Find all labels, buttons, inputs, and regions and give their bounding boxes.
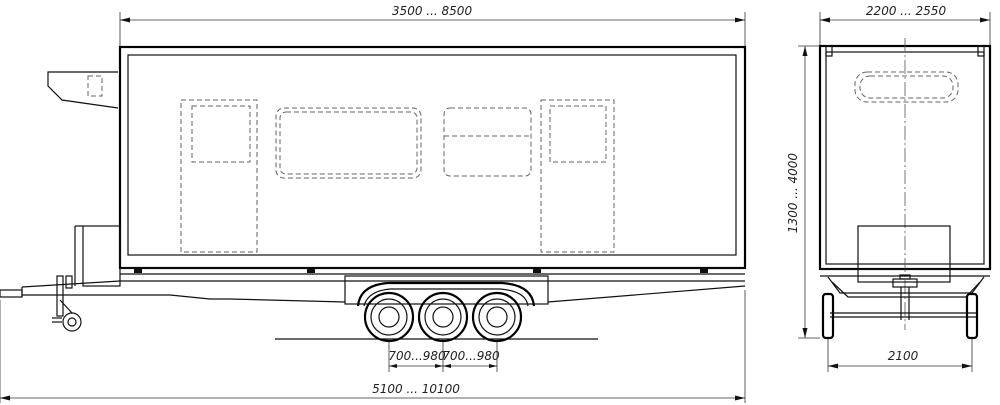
- rear-wheel-right: [965, 292, 979, 340]
- trailer-body: [118, 45, 747, 270]
- marker-light: [533, 269, 541, 273]
- body-width-label: 2200 ... 2550: [866, 4, 947, 18]
- track-width-dimension: 2100: [827, 338, 973, 372]
- body-length-dimension: 3500 ... 8500: [119, 4, 746, 48]
- wheel-arch: [356, 281, 536, 307]
- body-height-label: 1300 ... 4000: [786, 153, 800, 234]
- jockey-wheel: [52, 275, 82, 332]
- trailer-body-inner: [127, 54, 737, 256]
- marker-light: [700, 269, 708, 273]
- body-height-dimension: 1300 ... 4000: [786, 45, 820, 339]
- axle-spacing-1-label: 700...980: [388, 349, 446, 363]
- rear-window: [854, 71, 959, 103]
- marker-light: [307, 269, 315, 273]
- rear-equipment-box: [857, 225, 951, 283]
- rear-wheel-left: [821, 292, 835, 340]
- body-width-dimension: 2200 ... 2550: [819, 4, 991, 46]
- chassis-frame: [344, 275, 549, 305]
- overall-length-label: 5100 ... 10100: [372, 382, 460, 396]
- overall-length-dimension: 5100 ... 10100: [0, 290, 746, 403]
- axle-spacing-2-label: 700...980: [442, 349, 500, 363]
- body-length-label: 3500 ... 8500: [392, 4, 473, 18]
- marker-light: [134, 269, 142, 273]
- track-width-label: 2100: [888, 349, 919, 363]
- roof-air-conditioner: [47, 71, 119, 109]
- rear-jack: [892, 274, 918, 320]
- side-view: 3500 ... 8500: [0, 4, 747, 403]
- rear-view: 2200 ... 2550: [786, 4, 992, 372]
- far-side-openings: [180, 99, 615, 253]
- axle-wheel-2: [417, 291, 469, 343]
- axle-spacing-dimensions: 700...980 700...980: [388, 341, 500, 372]
- drawbar: [0, 225, 746, 303]
- axle-wheel-1: [363, 291, 415, 343]
- axle-wheel-3: [471, 291, 523, 343]
